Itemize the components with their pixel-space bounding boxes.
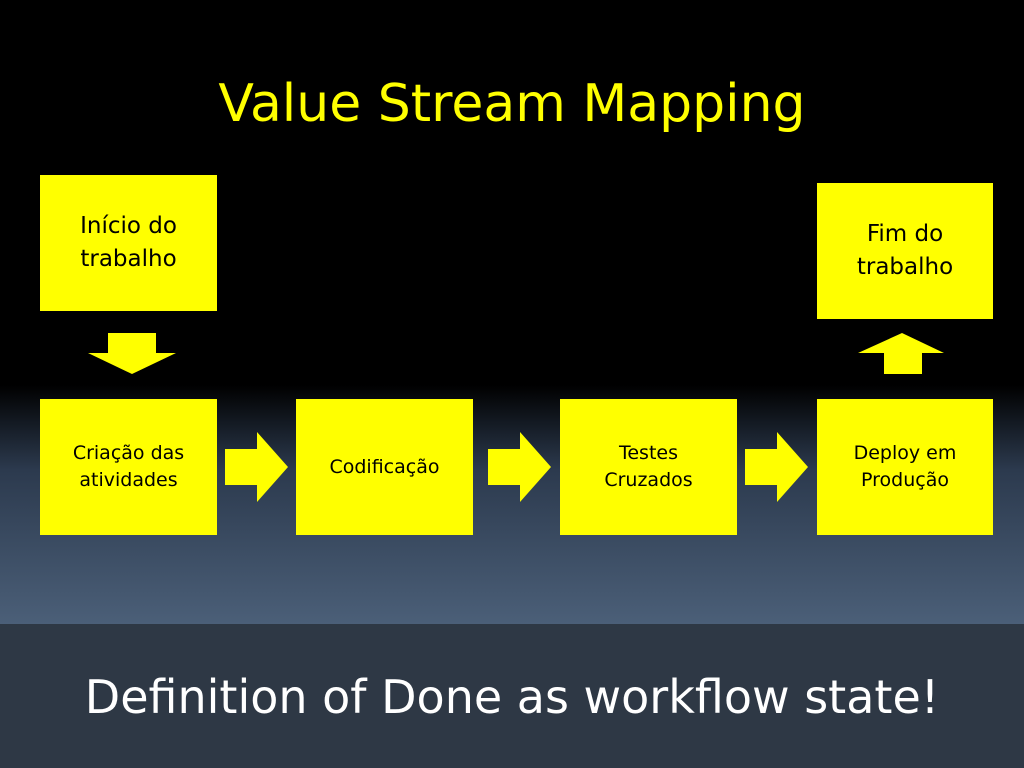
- footer-band: [0, 624, 1024, 768]
- start-box: Início do trabalho: [40, 175, 217, 311]
- arrow-right-icon: [745, 432, 808, 502]
- arrow-right-icon: [488, 432, 551, 502]
- arrow-up-icon: [858, 333, 944, 374]
- step-box-deploy: Deploy em Produção: [817, 399, 993, 535]
- step-box-criacao: Criação das atividades: [40, 399, 217, 535]
- footer-caption: Definition of Done as workflow state!: [84, 670, 940, 724]
- arrow-right-icon: [225, 432, 288, 502]
- step-box-testes: Testes Cruzados: [560, 399, 737, 535]
- step-box-codificacao: Codificação: [296, 399, 473, 535]
- arrow-down-icon: [88, 333, 176, 374]
- slide-title: Value Stream Mapping: [218, 74, 806, 134]
- end-box: Fim do trabalho: [817, 183, 993, 319]
